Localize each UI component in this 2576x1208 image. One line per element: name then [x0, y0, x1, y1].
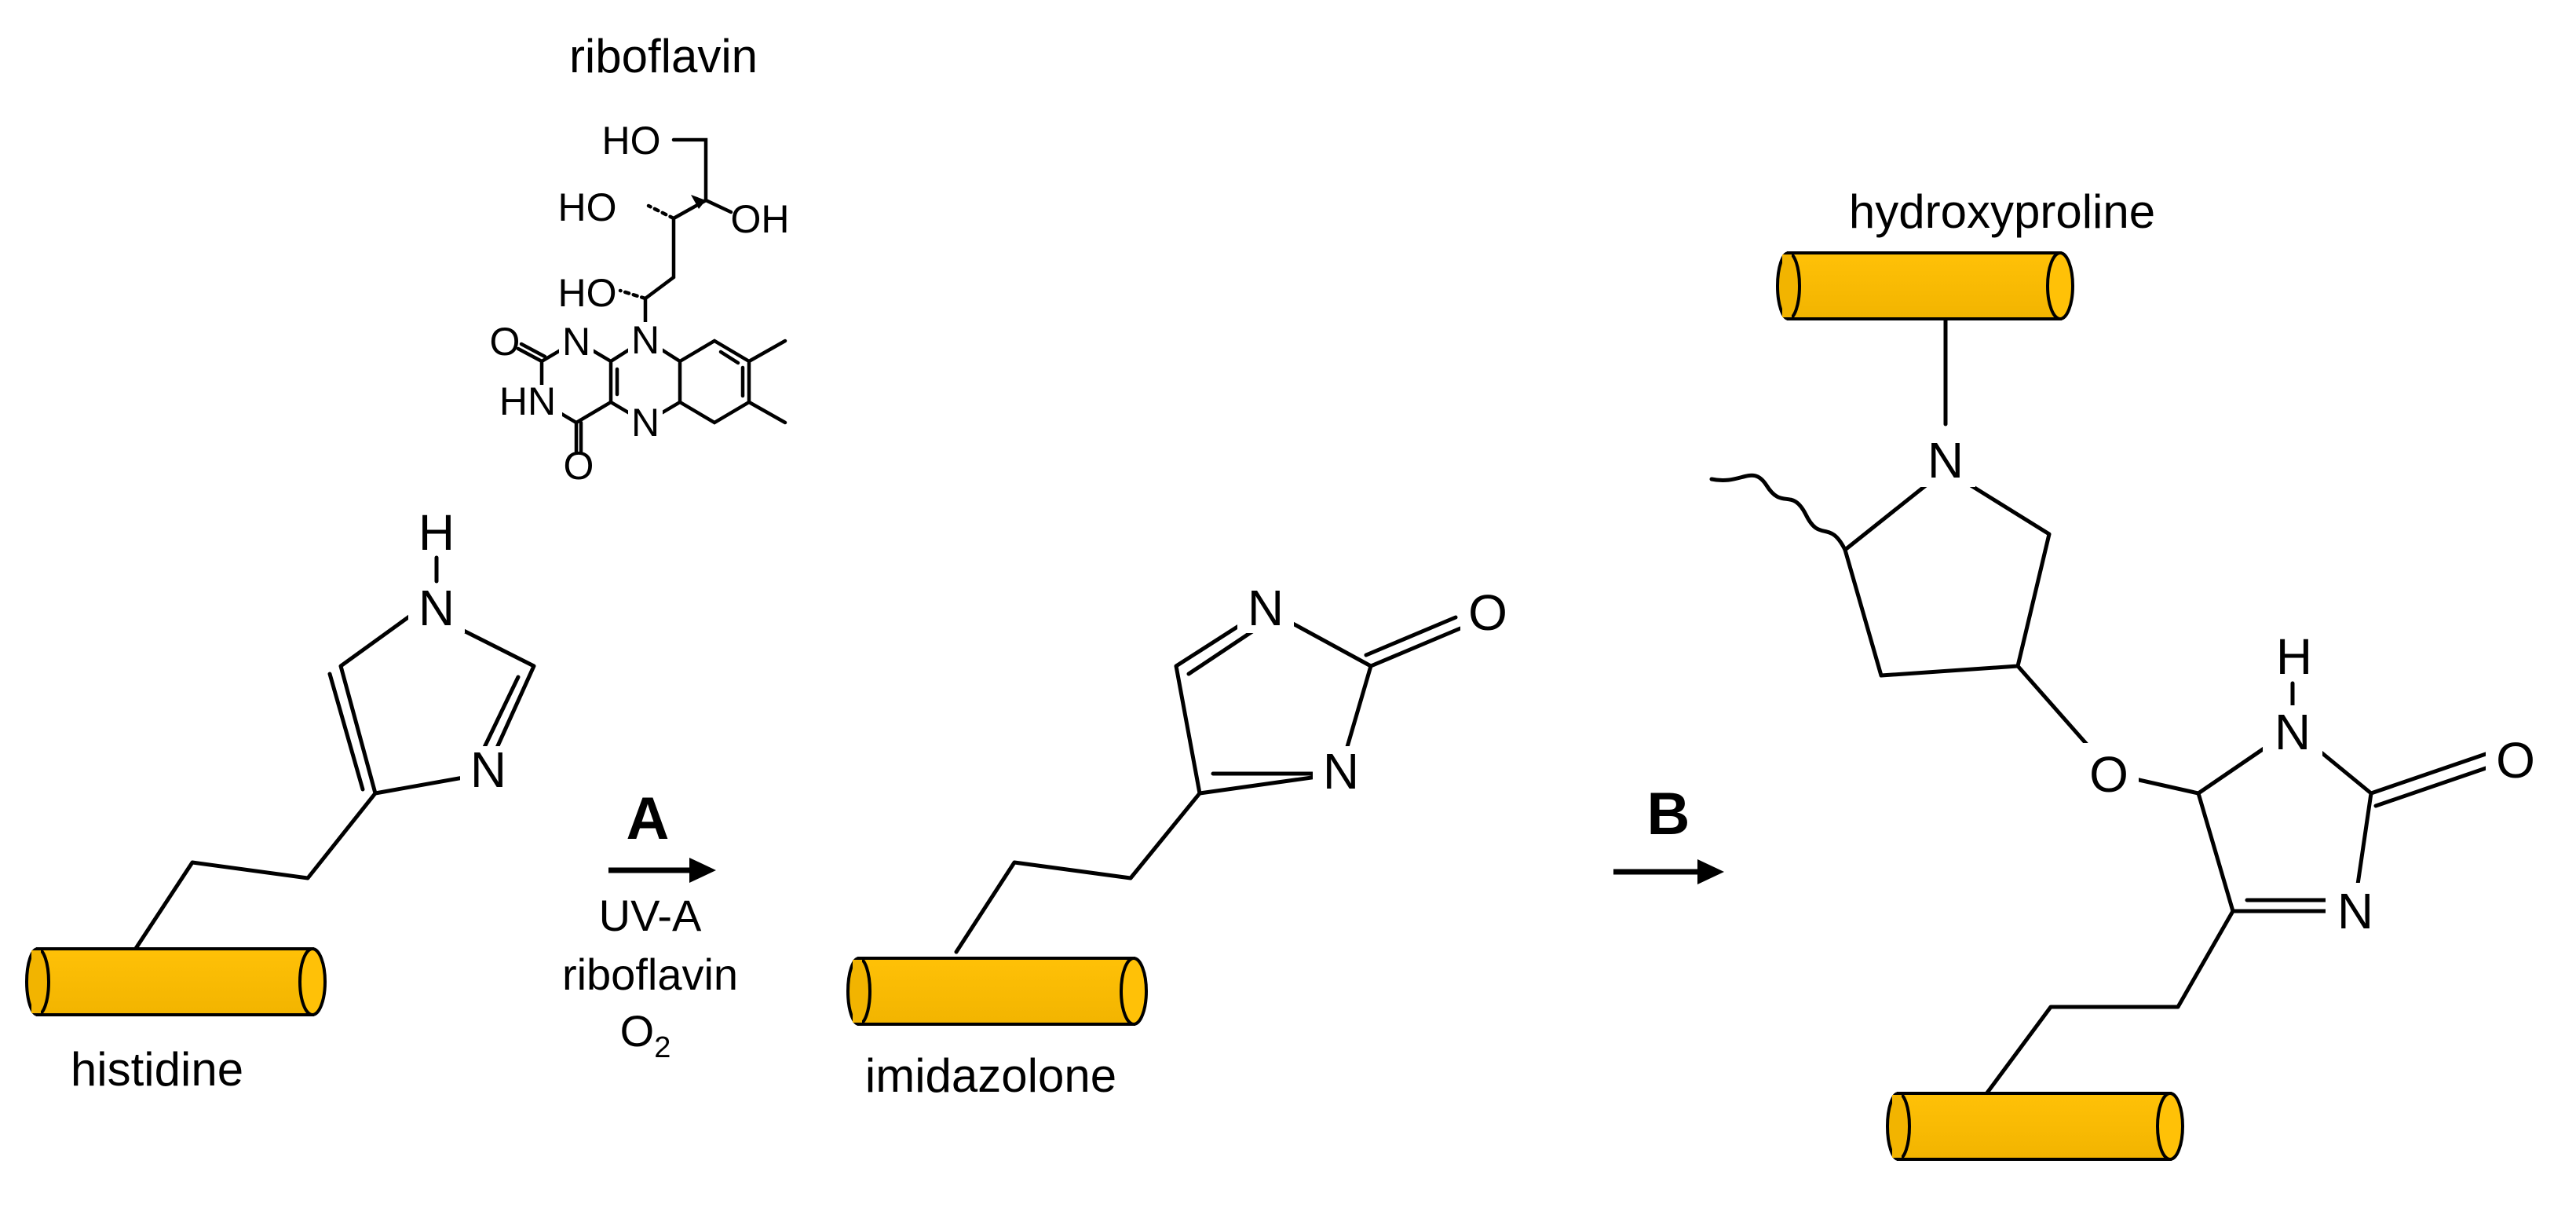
methyl-bonds [747, 339, 787, 425]
histidine-label: histidine [71, 1043, 243, 1096]
condition-riboflavin: riboflavin [562, 950, 738, 999]
atom-h: H [418, 504, 455, 561]
benzene-double-bond [718, 350, 745, 398]
step-b-label: B [1647, 781, 1690, 847]
o-mask [1460, 588, 1515, 642]
imidazolone-peptide-backbone [846, 957, 1148, 1026]
adduct-structure: hydroxyproline N O H N N O [1709, 185, 2545, 1161]
histidine-peptide-backbone [25, 947, 327, 1016]
riboflavin-label: riboflavin [569, 30, 758, 82]
carbonyl-bond-2 [574, 420, 583, 454]
n-mask-3 [628, 405, 663, 440]
atom-ho-1: HO [602, 119, 661, 163]
atom-ho-3: HO [558, 271, 617, 315]
n3-mask-2 [1313, 746, 1369, 796]
imidazolone-side-chain-bond [954, 791, 1202, 954]
atom-n-h: N [418, 580, 455, 636]
n-mask-2 [559, 324, 594, 358]
benzene-ring [678, 339, 751, 425]
n1-mask [1237, 583, 1294, 633]
adduct-peptide-backbone [1886, 1092, 2184, 1161]
n-mask-1 [628, 322, 663, 357]
atom-o: O [1468, 584, 1507, 641]
atom-o-ether: O [2089, 746, 2128, 803]
stereo-hash-bond-2 [618, 288, 648, 301]
atom-n-1: N [562, 320, 590, 364]
c-o-bond [2015, 664, 2091, 749]
o-mask-adduct [2486, 730, 2545, 787]
ribityl-chain-bond [643, 137, 708, 342]
atom-n-h-adduct: N [2275, 704, 2311, 760]
atom-n-pro: N [1927, 432, 1964, 489]
imidazolone-double-bonds [1186, 624, 1315, 776]
n3-mask [460, 746, 517, 795]
atom-oh: OH [731, 197, 790, 241]
carbonyl-bond [1364, 615, 1463, 668]
atom-n-1b: N [1248, 580, 1284, 636]
condition-o2: O2 [620, 1006, 671, 1064]
atom-n-5: N [631, 401, 660, 445]
o-ether-mask [2079, 743, 2139, 801]
histidine-side-chain-bond [131, 791, 378, 954]
condition-uva: UV-A [599, 891, 702, 940]
step-b-arrow: B [1613, 781, 1724, 884]
o-c-bond [2133, 777, 2201, 796]
atom-hn: HN [499, 379, 556, 423]
atom-n-10: N [631, 318, 660, 362]
atom-o-2: O [564, 444, 594, 488]
histidine-structure: H N N histidine [25, 504, 536, 1096]
atom-n-adduct: N [2337, 883, 2373, 939]
stereo-hash-bond-1 [646, 203, 676, 221]
atom-n-3b: N [1323, 743, 1359, 800]
step-a-arrow: A UV-A riboflavin O2 [562, 785, 738, 1064]
atom-n-3: N [470, 741, 506, 798]
riboflavin-structure: riboflavin HO HO OH HO N N N HN O O [490, 30, 790, 488]
atom-o-adduct: O [2496, 732, 2535, 789]
step-a-label: A [627, 785, 670, 852]
adduct-side-chain-bond [1981, 909, 2235, 1100]
nh-mask [408, 584, 465, 633]
hydroxyproline-label: hydroxyproline [1849, 185, 2155, 238]
adduct-carbonyl-bond [2369, 752, 2493, 808]
hn-mask [518, 385, 562, 419]
imidazolone-label: imidazolone [865, 1049, 1116, 1102]
arrow-b-head [1697, 859, 1724, 884]
n-mask-adduct [1916, 430, 1975, 487]
atom-o-1: O [490, 320, 521, 364]
stereo-wedge-bond [691, 195, 706, 209]
atom-h-adduct: H [2276, 628, 2312, 685]
imidazolone-structure: N N O imidazolone [846, 580, 1515, 1102]
wavy-bond [1709, 473, 1847, 552]
arrow-a-head [689, 858, 716, 883]
atom-ho-2: HO [558, 185, 617, 229]
pyrrolidine-ring [1843, 467, 2052, 678]
n-mask-adduct-2 [2326, 883, 2385, 938]
ribityl-oh-bond [703, 198, 733, 214]
nh-mask-adduct [2263, 705, 2322, 760]
hydroxyproline-peptide-backbone [1776, 251, 2074, 320]
carbonyl-bond-1 [516, 342, 547, 364]
